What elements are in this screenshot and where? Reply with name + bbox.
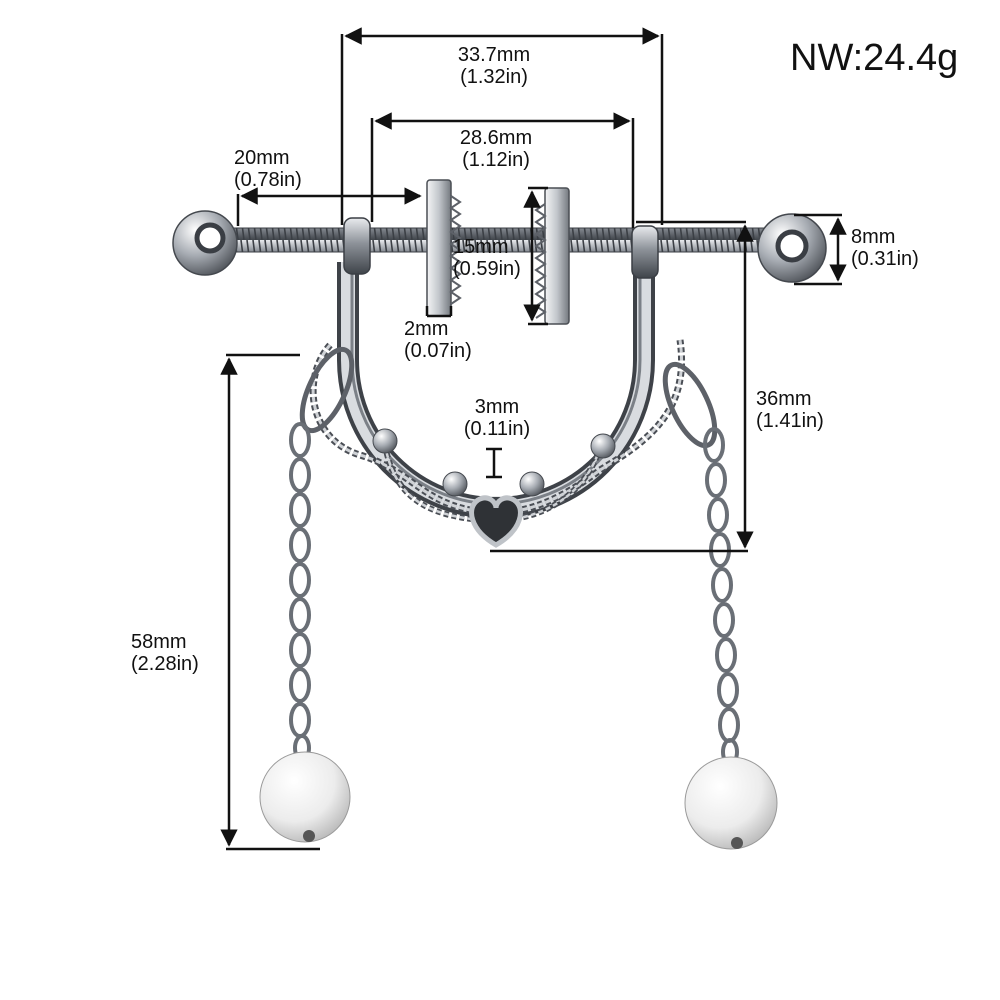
ball-size-mm: 8mm [851, 226, 896, 248]
ball-size-in: (0.31in) [851, 248, 919, 270]
ring-thickness-label: 3mm (0.11in) [464, 396, 530, 440]
overall-width-label: 33.7mm (1.32in) [458, 44, 530, 88]
left-pearl [259, 751, 351, 843]
chain-length-in: (2.28in) [131, 653, 199, 675]
threaded-bar [221, 227, 773, 253]
right-clamp-plate [534, 187, 570, 325]
clamp-thickness-in: (0.07in) [404, 340, 472, 362]
clamp-thickness-mm: 2mm [404, 318, 449, 340]
ball-size-label: 8mm (0.31in) [851, 226, 919, 270]
clamp-height-in: (0.59in) [453, 258, 521, 280]
left-chain [289, 422, 311, 762]
overall-width-in: (1.32in) [460, 66, 528, 88]
ring-thickness-mm: 3mm [474, 396, 520, 418]
right-pearl [684, 756, 778, 850]
bar-end-label: 20mm (0.78in) [234, 147, 302, 191]
bar-end-in: (0.78in) [234, 169, 302, 191]
net-weight-label: NW:24.4g [790, 37, 959, 79]
right-chain [703, 427, 740, 766]
clamp-height-mm: 15mm [453, 236, 509, 258]
right-end-ball [757, 213, 827, 283]
ring-thickness-in: (0.11in) [463, 418, 531, 440]
inner-width-mm: 28.6mm [459, 127, 533, 149]
clamp-thickness-label: 2mm (0.07in) [404, 318, 472, 362]
left-clamp-plate [426, 179, 462, 317]
body-height-mm: 36mm [756, 388, 812, 410]
inner-width-label: 28.6mm (1.12in) [460, 127, 532, 171]
body-height-in: (1.41in) [756, 410, 824, 432]
right-sleeve [631, 225, 659, 279]
bar-end-mm: 20mm [234, 147, 290, 169]
left-sleeve [343, 217, 371, 275]
body-height-label: 36mm (1.41in) [756, 388, 824, 432]
clamp-height-label: 15mm (0.59in) [453, 236, 521, 280]
overall-width-mm: 33.7mm [457, 44, 531, 66]
dimension-lines [220, 27, 847, 851]
bead-balls [372, 428, 616, 497]
chain-length-label: 58mm (2.28in) [131, 631, 199, 675]
chain-length-mm: 58mm [131, 631, 187, 653]
inner-width-in: (1.12in) [462, 149, 530, 171]
left-end-ball [172, 210, 238, 276]
heart-charm [469, 495, 523, 548]
